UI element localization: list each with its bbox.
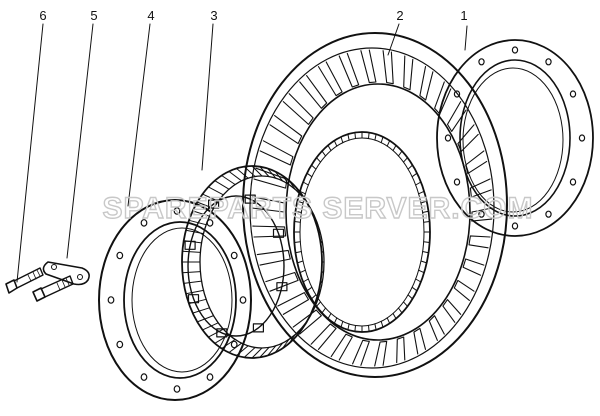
gasket-hole [545, 58, 552, 66]
part-5-lock-plate [42, 261, 90, 286]
callout-labels: 1 2 3 4 5 6 [39, 8, 467, 23]
flange-hole [107, 296, 115, 304]
housing-fin [317, 61, 343, 97]
housing-fin [403, 55, 414, 91]
callout-1: 1 [460, 8, 467, 23]
housing-fin [292, 309, 322, 335]
housing-fin [434, 81, 452, 115]
flange-hole [206, 373, 214, 381]
gasket-hole [545, 210, 552, 218]
gear-tooth-set [181, 165, 325, 359]
housing-fin [465, 150, 488, 175]
housing-fin [446, 101, 467, 132]
leader-lines [16, 23, 468, 283]
gasket-bolt-holes [444, 46, 586, 230]
flange-hole [173, 385, 181, 393]
gasket-hole [578, 134, 586, 142]
housing-cooling-fins [251, 49, 493, 367]
housing-fin [419, 66, 434, 101]
gear-lug [208, 199, 220, 209]
part-1-gasket [436, 39, 594, 237]
flange-hole [230, 251, 238, 260]
bolt-upper [5, 267, 44, 294]
gear-lug [244, 194, 256, 204]
gear-lug [184, 240, 196, 250]
housing-bore-teeth [293, 131, 431, 333]
housing-fin [299, 75, 328, 109]
part-2-finned-housing [242, 32, 508, 378]
gear-lug [276, 282, 288, 292]
housing-fin [468, 235, 491, 249]
housing-fin [457, 124, 479, 153]
flange-hole [116, 340, 124, 349]
part-3-gear-ring [181, 165, 325, 359]
housing-fin [360, 49, 377, 84]
housing-fin [382, 50, 394, 85]
callout-2: 2 [396, 8, 403, 23]
housing-fin [330, 333, 353, 361]
flange-hole [140, 373, 148, 381]
gasket-hole [569, 178, 577, 186]
housing-fin [374, 340, 388, 367]
gear-ring-inner-lugs [184, 194, 288, 338]
gasket-hole [569, 90, 577, 98]
housing-fin [256, 249, 291, 266]
callout-4: 4 [147, 8, 154, 23]
cover-flange-bolt-holes [107, 207, 247, 393]
flange-hole [116, 251, 124, 260]
housing-fin [265, 271, 299, 292]
flange-hole [206, 219, 214, 227]
gasket-hole [478, 58, 485, 66]
gear-lug [252, 323, 264, 333]
housing-fin [442, 299, 462, 323]
housing-fin [338, 52, 360, 88]
gasket-hole [511, 222, 519, 230]
watermark-text: SPAREPARTS SERVER.COM [102, 192, 533, 225]
flange-hole [230, 340, 238, 349]
housing-fin [462, 258, 485, 276]
housing-fin [469, 178, 492, 198]
housing-fin [282, 93, 314, 125]
bore-tooth-set [293, 131, 431, 333]
housing-fin [269, 115, 303, 145]
gear-ring-outer-teeth [181, 165, 325, 359]
part-4-cover-flange [98, 199, 252, 401]
flange-hole [140, 219, 148, 227]
gear-lug [187, 294, 200, 304]
gasket-hole [453, 90, 461, 98]
callout-6: 6 [39, 8, 46, 23]
housing-fin [310, 323, 337, 350]
gasket-hole [444, 134, 452, 142]
gasket-hole [478, 210, 485, 218]
housing-fin [396, 336, 406, 364]
housing-fin [352, 339, 370, 366]
housing-fin [252, 225, 287, 238]
bolt-lower [32, 275, 74, 302]
housing-fin [277, 292, 310, 315]
flange-hole [239, 296, 247, 304]
housing-fin [428, 315, 445, 341]
housing-fin [471, 207, 493, 222]
callout-5: 5 [90, 8, 97, 23]
callout-3: 3 [210, 8, 217, 23]
gear-lug [272, 228, 285, 238]
housing-fin [251, 196, 285, 213]
housing-fin [413, 327, 427, 355]
gasket-hole [511, 46, 519, 54]
gasket-hole [453, 178, 461, 186]
part-6-bolts [5, 267, 74, 302]
flange-hole [173, 207, 181, 215]
housing-fin [259, 140, 294, 166]
housing-fin [453, 279, 475, 301]
